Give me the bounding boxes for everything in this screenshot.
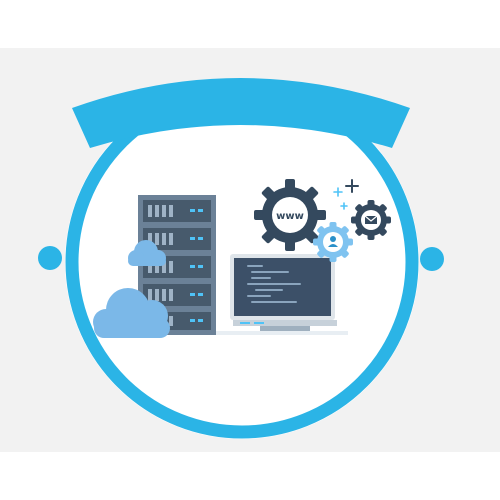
- www-label: www: [276, 211, 304, 222]
- plus-sparkle-icon: [345, 179, 359, 193]
- user-gear-icon: [313, 222, 353, 262]
- monitor-icon: [230, 254, 337, 331]
- www-gear-icon: www: [254, 179, 326, 251]
- left-dot: [38, 246, 62, 270]
- cloud-large-icon: [93, 288, 170, 338]
- title-banner: Web Hosting: [0, 0, 410, 148]
- cloud-small-icon: [128, 240, 166, 266]
- plus-sparkle-small-icon: [333, 187, 348, 210]
- desk-line: [118, 331, 348, 335]
- banner-title: Web Hosting: [0, 0, 215, 8]
- mail-gear-icon: [351, 200, 391, 240]
- right-dot: [420, 247, 444, 271]
- server-rack-icon: [138, 195, 216, 335]
